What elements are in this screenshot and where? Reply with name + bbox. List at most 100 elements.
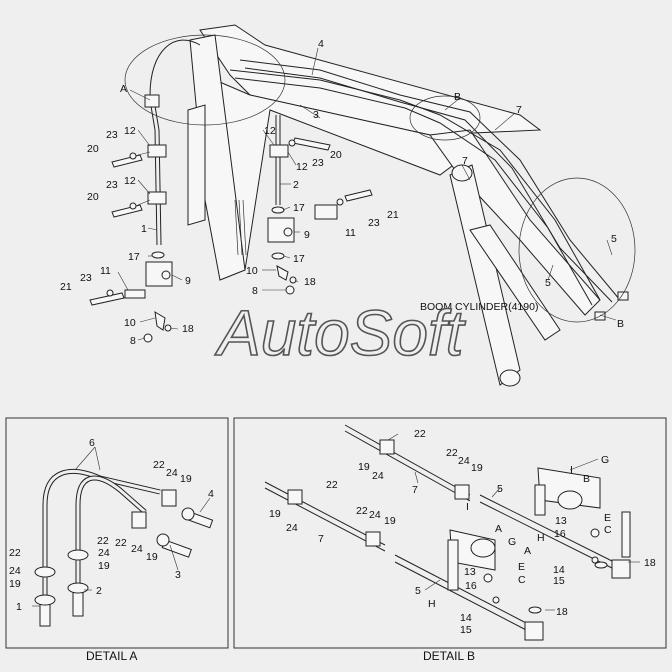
detail-b-callout-22a: 22 <box>414 428 426 440</box>
callout-21a: 21 <box>60 281 72 293</box>
detail-b-callout-H1: H <box>537 532 545 544</box>
hose-7-outer <box>229 69 601 301</box>
callout-17b: 17 <box>293 202 305 214</box>
boom-upper <box>199 24 542 136</box>
fitting-10b <box>276 265 289 281</box>
detail-a-frame <box>5 417 229 649</box>
detail-b-callout-I1: I <box>570 464 573 476</box>
callout-17c: 17 <box>293 253 305 265</box>
bracket-i-upper <box>534 484 546 516</box>
callout-23c: 23 <box>80 272 92 284</box>
flange-b4 <box>365 531 381 547</box>
hose-7-upper-a <box>344 424 471 496</box>
detail-b-callout-5b: 5 <box>415 585 421 597</box>
end-block-upper <box>611 559 631 579</box>
flange-a3 <box>34 566 56 578</box>
callout-5b: 5 <box>545 277 551 289</box>
washer-23a <box>129 152 137 160</box>
detail-b-callout-G2: G <box>508 536 516 548</box>
detail-b-callout-7a: 7 <box>412 484 418 496</box>
detail-b-caption: DETAIL B <box>423 649 475 663</box>
callout-A: A <box>120 83 127 95</box>
oring-18b <box>289 276 297 284</box>
detail-b-callout-18b: 18 <box>556 606 568 618</box>
callout-20c: 20 <box>330 149 342 161</box>
pipe-2-lower <box>72 589 84 617</box>
detail-b-callout-H2: H <box>428 598 436 610</box>
detail-a-callout-19b: 19 <box>146 551 158 563</box>
detail-b-panel: 22 22 24 19 19 24 7 22 19 24 22 24 19 7 … <box>233 417 667 663</box>
boom-grille <box>234 199 247 256</box>
detail-b-callout-22d: 22 <box>356 505 368 517</box>
detail-b-callout-I2: I <box>466 501 469 513</box>
detail-a-panel: 6 4 3 2 1 22 24 19 22 24 19 22 24 19 22 … <box>5 417 229 663</box>
detail-a-callout-24d: 24 <box>9 565 21 577</box>
callout-4: 4 <box>318 38 324 50</box>
hose-end-5 <box>617 291 629 301</box>
detail-b-callout-19d: 19 <box>384 515 396 527</box>
pipe-1 <box>149 99 158 246</box>
detail-b-callout-24b: 24 <box>372 470 384 482</box>
fitting-10a <box>154 311 166 331</box>
washer-23b <box>129 202 137 210</box>
callout-20b: 20 <box>87 191 99 203</box>
callout-12c: 12 <box>264 125 276 137</box>
callout-11b: 11 <box>345 227 356 239</box>
clamp-11a <box>124 289 146 299</box>
detail-a-callout-19c: 19 <box>98 560 110 572</box>
detail-a-callout-6: 6 <box>89 437 95 449</box>
detail-a-callout-22c: 22 <box>97 535 109 547</box>
oring-18-lower <box>528 606 542 614</box>
detail-a-callout-2: 2 <box>96 585 102 597</box>
detail-b-callout-E1: E <box>604 512 611 524</box>
detail-a-callout-3: 3 <box>175 569 181 581</box>
detail-b-callout-24d: 24 <box>369 509 381 521</box>
left-cylinder <box>187 104 206 226</box>
callout-10b: 10 <box>246 265 258 277</box>
detail-a-caption: DETAIL A <box>86 649 137 663</box>
flange-a1 <box>161 489 177 507</box>
detail-b-callout-13b: 13 <box>464 566 476 578</box>
cap-8a <box>143 333 153 343</box>
detail-a-callout-4: 4 <box>208 488 214 500</box>
flange-b1 <box>379 439 395 455</box>
detail-a-callout-19a: 19 <box>180 473 192 485</box>
callout-21b: 21 <box>387 209 399 221</box>
pipe-5-lower <box>394 554 531 626</box>
callout-23e: 23 <box>368 217 380 229</box>
valve-upper <box>557 490 583 510</box>
detail-a-callout-24c: 24 <box>98 547 110 559</box>
detail-b-callout-18a: 18 <box>644 557 656 569</box>
detail-b-callout-22b: 22 <box>446 447 458 459</box>
detail-a-callout-22d: 22 <box>9 547 21 559</box>
detail-b-callout-24c: 24 <box>286 522 298 534</box>
detail-a-callout-19d: 19 <box>9 578 21 590</box>
callout-2: 2 <box>293 179 299 191</box>
flange-a4 <box>67 549 89 561</box>
callout-23a: 23 <box>106 129 118 141</box>
callout-18b: 18 <box>304 276 316 288</box>
bracket-i-lower <box>447 539 459 591</box>
clamp-11b <box>314 204 338 220</box>
callout-3: 3 <box>313 109 319 121</box>
callout-1: 1 <box>141 223 147 235</box>
callout-23b: 23 <box>106 179 118 191</box>
valve-lower <box>470 538 496 558</box>
detail-b-callout-16b: 16 <box>465 580 477 592</box>
hose-5 <box>239 59 621 301</box>
detail-a-callout-24a: 24 <box>166 467 178 479</box>
detail-a-callout-22a: 22 <box>153 459 165 471</box>
callout-20a: 20 <box>87 143 99 155</box>
detail-b-callout-19c: 19 <box>269 508 281 520</box>
bolt-20a <box>111 154 143 168</box>
hose-5b <box>244 67 613 303</box>
boom-cylinder-eye <box>499 369 521 387</box>
callout-5a: 5 <box>611 233 617 245</box>
callout-23d: 23 <box>312 157 324 169</box>
detail-b-callout-15a: 15 <box>553 575 565 587</box>
detail-b-callout-B1: B <box>583 473 590 485</box>
detail-b-callout-15b: 15 <box>460 624 472 636</box>
detail-a-callout-22b: 22 <box>115 537 127 549</box>
detail-b-callout-16a: 16 <box>554 528 566 540</box>
